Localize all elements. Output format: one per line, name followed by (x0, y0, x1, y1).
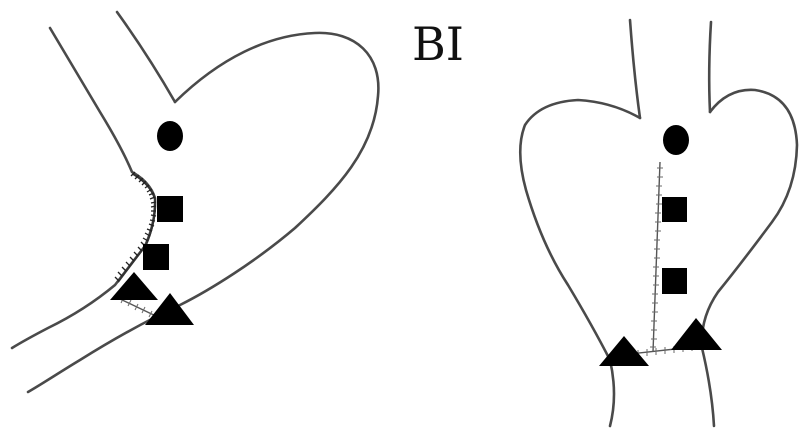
right-vertical-staple-ticks (650, 168, 663, 347)
left-triangle-marker-upper (110, 272, 158, 300)
left-esophagus-outline (117, 12, 175, 102)
right-square-marker-upper (662, 197, 687, 222)
right-esophagus-right-wall (709, 22, 711, 112)
left-greater-curvature-outline (28, 33, 378, 392)
right-circle-marker (663, 125, 689, 155)
right-left-lobe-outline (520, 100, 640, 426)
right-triangle-marker-right (671, 318, 722, 350)
right-right-lobe-outline (702, 90, 797, 426)
right-panel (520, 20, 797, 426)
right-square-marker-lower (662, 268, 687, 294)
left-square-marker-upper (157, 196, 183, 222)
left-square-marker-lower (143, 244, 169, 270)
diagram-title: BI (412, 17, 464, 71)
right-esophagus-left-wall (630, 20, 640, 118)
left-panel (12, 12, 378, 392)
left-circle-marker (157, 121, 183, 151)
right-vertical-staple-line (653, 162, 660, 352)
